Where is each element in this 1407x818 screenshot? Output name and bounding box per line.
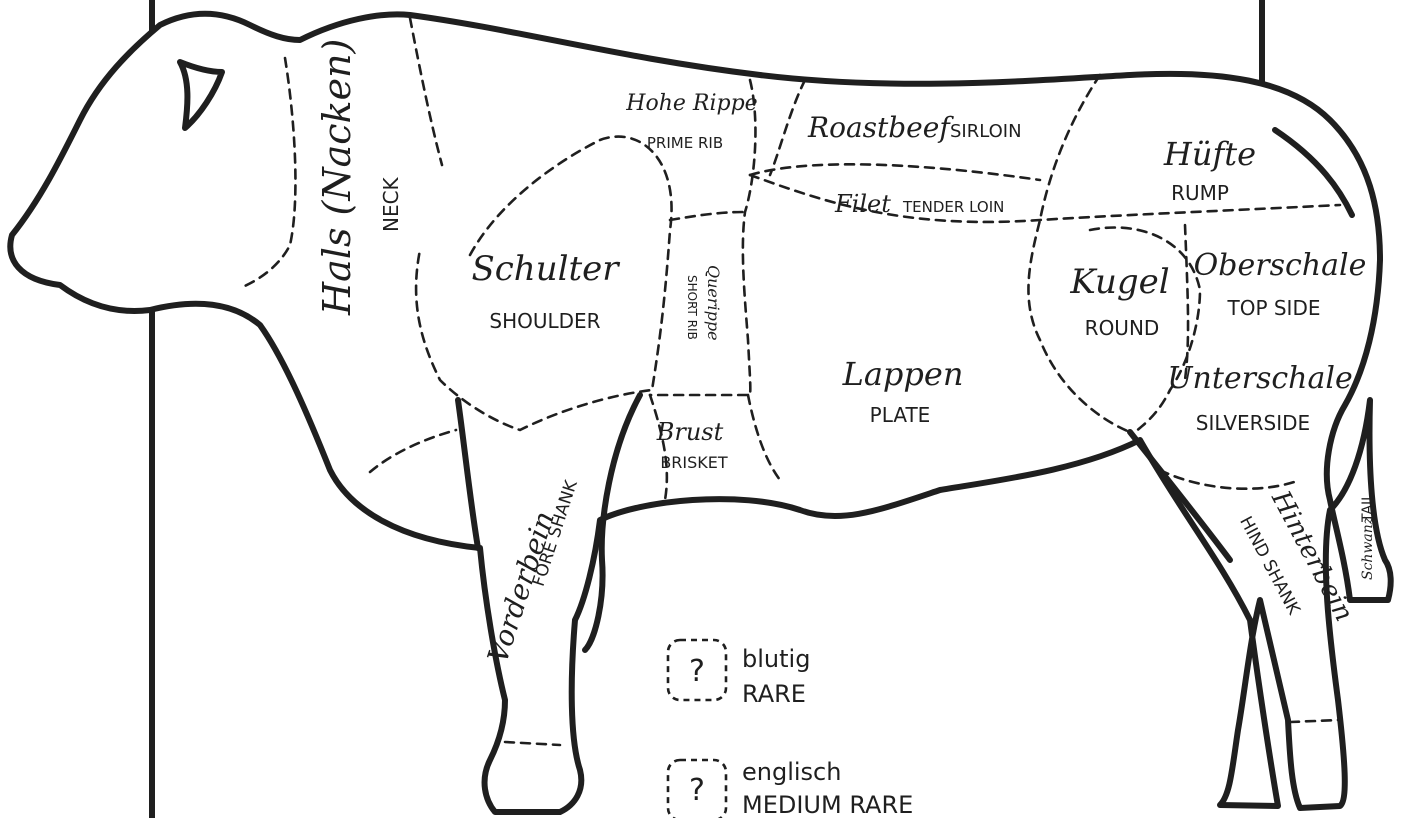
legend-medium-rare: ? englisch MEDIUM RARE — [668, 758, 913, 818]
silverside-label-en: SILVERSIDE — [1196, 411, 1310, 435]
short-rib-label-de: Querippe — [704, 265, 723, 341]
brisket-label-en: BRISKET — [660, 453, 728, 472]
plate-label-en: PLATE — [870, 403, 931, 427]
plate-label-de: Lappen — [842, 355, 964, 393]
shoulder-label-en: SHOULDER — [489, 309, 600, 333]
legend-rare-symbol: ? — [689, 654, 705, 689]
legend-medium-rare-symbol: ? — [689, 773, 705, 808]
sirloin-label-en: SIRLOIN — [950, 121, 1022, 142]
prime-rib-label-en: PRIME RIB — [647, 134, 723, 152]
legend-rare-de: blutig — [742, 645, 810, 673]
legend-rare: ? blutig RARE — [668, 640, 810, 708]
silverside-label-de: Unterschale — [1167, 361, 1353, 396]
sirloin-label-de: Roastbeef — [807, 111, 954, 144]
legend-medium-rare-en: MEDIUM RARE — [742, 791, 913, 818]
legend-rare-en: RARE — [742, 680, 806, 708]
round-label-de: Kugel — [1069, 262, 1169, 302]
top-side-label-en: TOP SIDE — [1226, 296, 1320, 320]
legend-medium-rare-de: englisch — [742, 758, 841, 786]
short-rib-label-en: SHORT RIB — [685, 275, 699, 340]
neck-label-en: NECK — [379, 176, 403, 232]
neck-label-de: Hals (Nacken) — [315, 39, 359, 316]
tail-label-de: Schwanz — [1360, 516, 1376, 580]
top-side-label-de: Oberschale — [1194, 248, 1367, 283]
rump-label-de: Hüfte — [1163, 135, 1256, 173]
brisket-label: Brust BRISKET — [656, 418, 728, 472]
round-label-en: ROUND — [1085, 316, 1160, 340]
tenderloin-label-de: Filet — [834, 190, 891, 218]
round-label: Kugel ROUND — [1069, 262, 1169, 340]
shoulder-label-de: Schulter — [471, 249, 620, 289]
tail-label: Schwanz TAIL — [1360, 493, 1376, 580]
prime-rib-label-de: Hohe Rippe — [625, 91, 757, 116]
tail-label-en: TAIL — [1360, 493, 1376, 523]
brisket-label-de: Brust — [656, 418, 724, 446]
rump-label-en: RUMP — [1171, 181, 1229, 205]
tenderloin-label-en: TENDER LOIN — [902, 198, 1004, 216]
